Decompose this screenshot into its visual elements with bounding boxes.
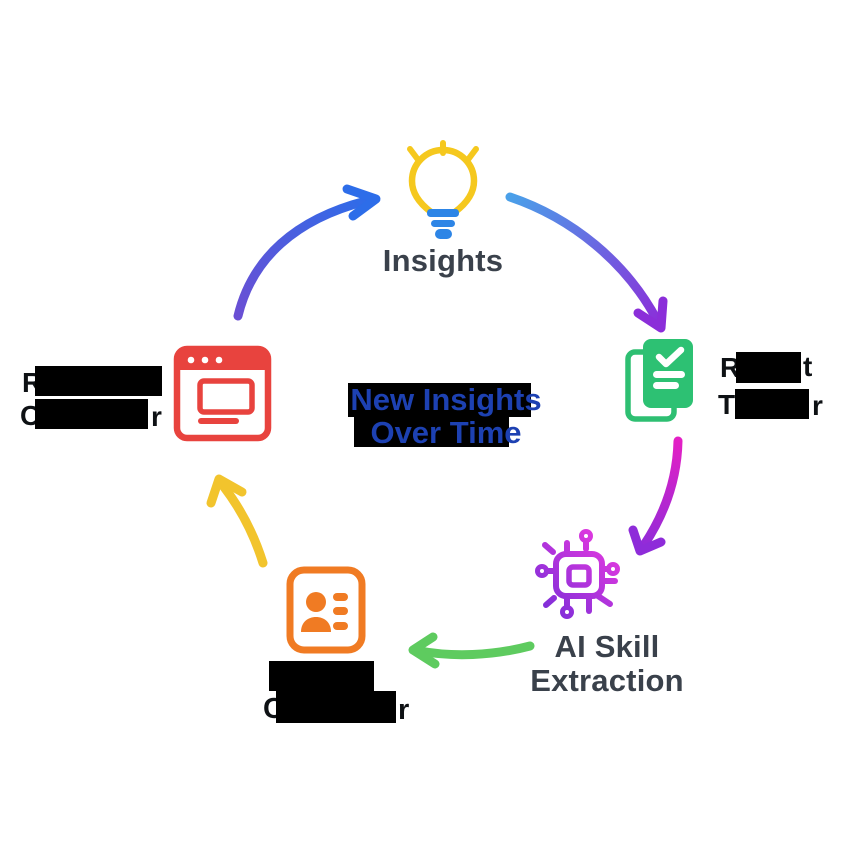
right-label-fragment-line2-start: T (718, 389, 736, 420)
right-label-fragment-line1-start: R (720, 352, 741, 383)
right-label-fragment-line1-end: t (803, 351, 813, 382)
ai-label-line1: AI Skill (554, 629, 660, 664)
arrow-bottomleft-to-left-icon (206, 474, 268, 568)
center-title-line1: New Insights (350, 382, 542, 417)
arrow-top-to-right-icon (505, 192, 668, 333)
browser-window-icon (173, 345, 272, 442)
id-card-icon (286, 566, 366, 654)
center-title: New Insights Over Time (336, 383, 556, 449)
arrow-bottomright-to-bottomleft-icon (408, 632, 535, 669)
bottom-label-fragment-line2-end: r (398, 694, 410, 726)
left-label-redaction-line1 (35, 366, 162, 396)
right-label-fragment-line2-end: r (812, 390, 823, 421)
left-label-fragment-line2-end: r (151, 401, 162, 432)
center-redaction-box-2 (354, 417, 509, 447)
ai-label-line2: Extraction (530, 663, 684, 698)
bottom-label-redaction-line1 (269, 661, 374, 691)
center-title-line2: Over Time (370, 415, 522, 450)
bottom-label-redaction-line2 (276, 691, 396, 723)
report-document-icon (625, 339, 693, 422)
lightbulb-icon (407, 140, 479, 239)
center-redaction-box-1 (348, 383, 531, 417)
right-label-redaction-line1 (736, 352, 801, 383)
right-label-redaction-line2 (735, 389, 809, 419)
arrow-right-to-bottomright-icon (628, 436, 683, 556)
node-label-ai-skill-extraction: AI Skill Extraction (497, 630, 717, 698)
ai-chip-icon (535, 529, 620, 619)
arrow-left-to-top-icon (233, 184, 381, 321)
node-label-insights: Insights (382, 243, 504, 278)
left-label-redaction-line2 (35, 399, 148, 429)
